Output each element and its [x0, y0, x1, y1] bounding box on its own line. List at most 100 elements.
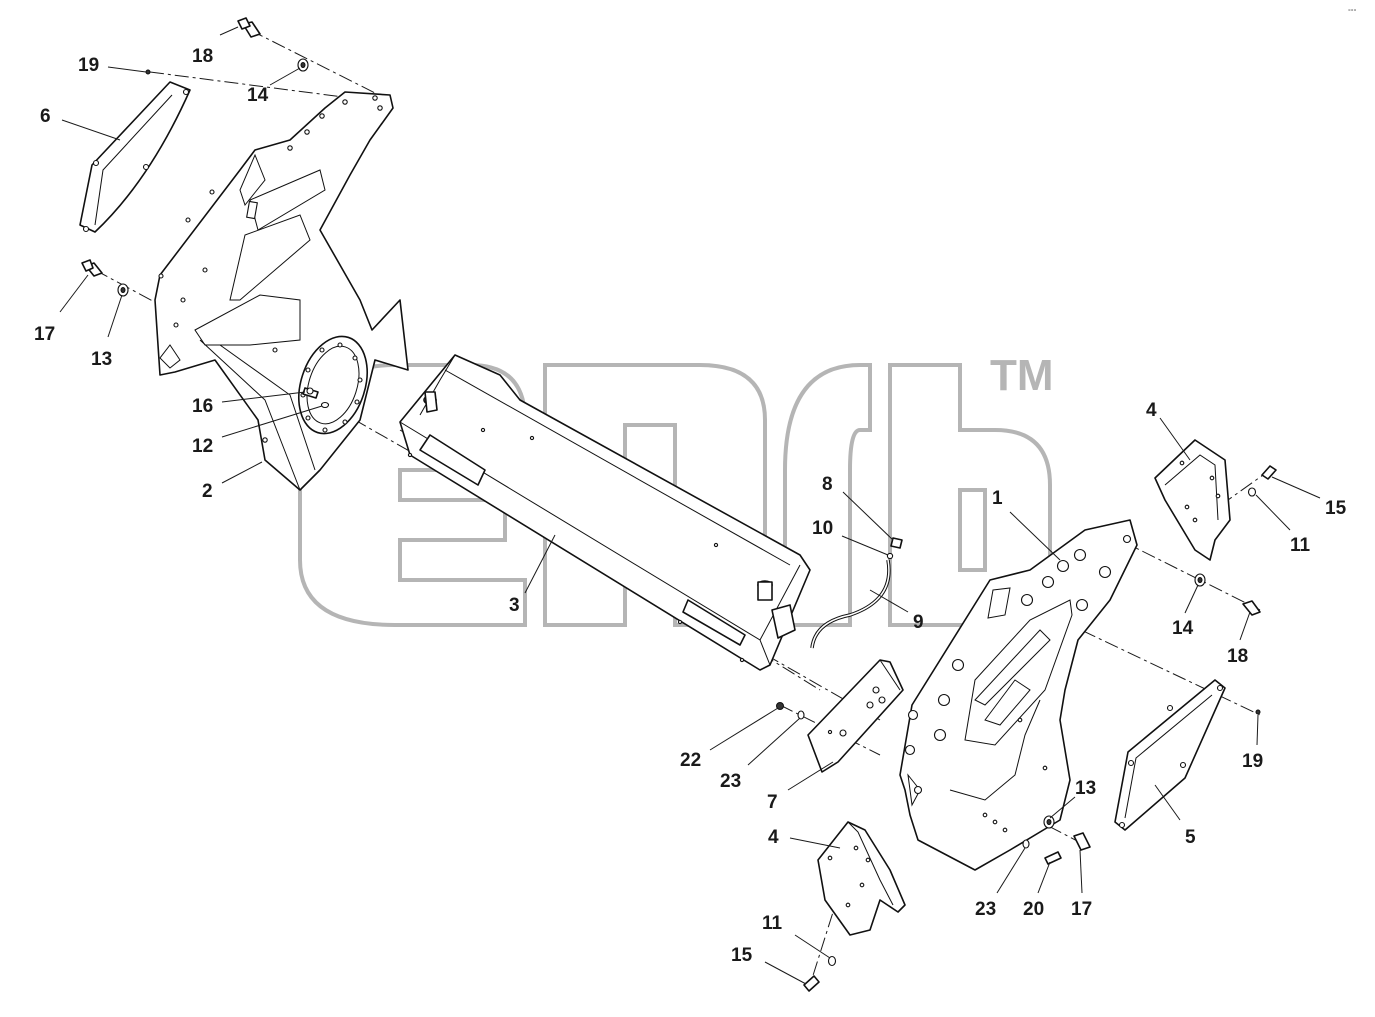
bolt-18-top — [237, 17, 261, 38]
fitting-8 — [890, 537, 903, 549]
leader-18a — [219, 26, 239, 36]
washer-13-right — [1043, 815, 1055, 829]
leader-lines — [59, 26, 1321, 985]
callout-14-top: 14 — [247, 85, 269, 106]
callout-13-right: 13 — [1075, 778, 1096, 799]
axis-bolt-15-bottom — [809, 889, 841, 986]
main-beam-3 — [399, 354, 811, 671]
bracket-7 — [807, 659, 904, 773]
leader-14a — [269, 67, 301, 86]
callout-3: 3 — [509, 595, 520, 616]
callout-6: 6 — [40, 106, 51, 127]
callout-8: 8 — [822, 474, 833, 495]
callout-11-top: 11 — [1290, 535, 1311, 556]
leader-17a — [59, 274, 89, 313]
leader-7 — [787, 761, 834, 791]
callout-18-right: 18 — [1227, 646, 1248, 667]
leader-8 — [842, 491, 894, 541]
callout-18-top: 18 — [192, 46, 213, 67]
leader-5 — [1154, 784, 1181, 821]
mounting-plate-2 — [154, 91, 409, 491]
callout-23-right: 23 — [975, 899, 996, 920]
leader-10 — [841, 535, 889, 556]
leader-22 — [709, 707, 779, 751]
bolt-15-bottom — [803, 975, 820, 992]
leader-17b — [1079, 849, 1083, 894]
leader-11b — [794, 934, 831, 959]
leader-14b — [1184, 584, 1199, 614]
leader-15b — [764, 961, 807, 985]
leader-23b — [996, 847, 1026, 894]
fitting-16 — [302, 387, 319, 399]
callout-7: 7 — [767, 792, 778, 813]
callout-16: 16 — [192, 396, 213, 417]
leader-6 — [61, 119, 121, 141]
callout-23-left: 23 — [720, 771, 741, 792]
cover-plate-6 — [79, 81, 191, 233]
bolt-18-right — [1242, 600, 1261, 616]
callout-17-left: 17 — [34, 324, 55, 345]
leader-18b — [1239, 611, 1251, 641]
washer-23-right — [1022, 839, 1030, 849]
leader-23a — [747, 717, 801, 766]
axis-bolt-18-right — [1119, 539, 1261, 611]
watermark-letter-i — [783, 363, 872, 627]
washer-14-top — [297, 58, 309, 72]
callout-15-bottom: 15 — [731, 945, 753, 966]
watermark-tm-mark: TM — [990, 351, 1054, 400]
washer-14-right — [1194, 573, 1206, 587]
washer-11-bottom — [827, 955, 837, 967]
screw-20 — [1044, 851, 1062, 865]
callout-1: 1 — [992, 488, 1003, 509]
leader-4a — [1159, 417, 1191, 461]
corner-mark: °°° — [1348, 8, 1357, 16]
leader-19a — [107, 66, 147, 73]
leader-20 — [1037, 861, 1051, 894]
callout-15-top: 15 — [1325, 498, 1347, 519]
screw-19-right — [1255, 709, 1261, 715]
axis-bolt-18-top — [249, 29, 386, 99]
callout-9: 9 — [913, 612, 924, 633]
cover-plate-5 — [1114, 679, 1226, 831]
washer-23-left — [797, 710, 805, 720]
washer-13-left — [117, 283, 129, 297]
callout-13-left: 13 — [91, 349, 112, 370]
bracket-4-bottom — [817, 821, 906, 936]
fitting-10 — [886, 552, 894, 560]
callout-4-top: 4 — [1146, 400, 1157, 421]
mounting-plate-1 — [899, 519, 1138, 871]
callout-17-right: 17 — [1071, 899, 1092, 920]
leader-3 — [524, 534, 556, 594]
callout-19-top: 19 — [78, 55, 99, 76]
callout-12: 12 — [192, 436, 213, 457]
screw-19-top — [145, 69, 151, 75]
axis-bolt-15-top — [1199, 469, 1271, 521]
nut-22 — [776, 702, 784, 710]
callout-5: 5 — [1185, 827, 1196, 848]
hose-9 — [810, 559, 891, 649]
leader-1 — [1009, 511, 1061, 561]
leader-13a — [107, 294, 123, 338]
leader-19b — [1256, 714, 1259, 746]
callout-22: 22 — [680, 750, 701, 771]
leader-15a — [1271, 476, 1321, 499]
bolt-15-top — [1261, 465, 1277, 480]
callout-20: 20 — [1023, 899, 1044, 920]
callout-labels: 19 18 14 6 17 13 16 12 2 3 8 10 9 1 4 15… — [34, 46, 1347, 966]
callout-19-right: 19 — [1242, 751, 1263, 772]
leader-12 — [221, 405, 323, 438]
callout-2: 2 — [202, 481, 213, 502]
leader-13b — [1049, 796, 1076, 819]
leader-2 — [221, 461, 263, 484]
callout-11-bottom: 11 — [762, 913, 783, 934]
washer-12 — [320, 401, 330, 409]
callout-14-right: 14 — [1172, 618, 1194, 639]
callout-10: 10 — [812, 518, 833, 539]
callout-4-bottom: 4 — [768, 827, 779, 848]
axis-cover-right — [1059, 619, 1261, 716]
washer-11-top — [1247, 487, 1257, 497]
bracket-4-top — [1154, 439, 1231, 561]
bolt-17-left — [81, 259, 103, 277]
leader-16 — [221, 391, 306, 403]
